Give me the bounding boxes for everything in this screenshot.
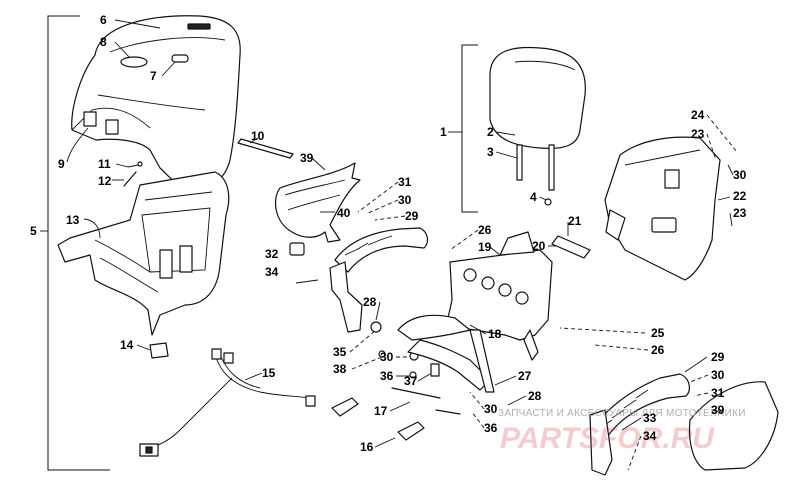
- watermark-logo: PARTSFOR.RU: [500, 422, 715, 455]
- callout-28-right: 28: [528, 389, 542, 403]
- callout-34-right: 34: [643, 429, 657, 443]
- seat-emblem-oval: [120, 56, 148, 68]
- backrest-frame: [397, 231, 553, 393]
- callout-36-left: 36: [380, 369, 394, 383]
- mount-foot-16: [331, 397, 425, 441]
- callout-12: 12: [98, 174, 112, 188]
- callout-23-lower: 23: [733, 206, 747, 220]
- callout-25: 25: [651, 326, 665, 340]
- callout-5: 5: [30, 224, 37, 238]
- callout-33: 33: [643, 411, 657, 425]
- callout-6: 6: [100, 13, 107, 27]
- bolt-11: [127, 161, 143, 168]
- callout-2: 2: [487, 125, 494, 139]
- bolt-12: [123, 171, 137, 187]
- group-bracket-5: [47, 15, 110, 471]
- watermark-tagline: ЗАПЧАСТИ И АКСЕССУАРЫ ДЛЯ МОТОТЕХНИКИ: [498, 408, 746, 419]
- grommet-32: [289, 242, 305, 256]
- callout-31-right: 31: [711, 386, 725, 400]
- side-cover-40: [274, 162, 361, 243]
- callout-21: 21: [568, 214, 582, 228]
- screw-34-left: [295, 279, 319, 284]
- callout-40: 40: [337, 206, 351, 220]
- callout-1: 1: [440, 125, 447, 139]
- callout-30-right-lower: 30: [711, 368, 725, 382]
- grab-handle-left: [334, 227, 429, 273]
- callout-28-left: 28: [363, 295, 377, 309]
- callout-30-upper-left: 30: [398, 193, 412, 207]
- callout-26-lower: 26: [651, 343, 665, 357]
- callout-27: 27: [518, 369, 532, 383]
- callout-23-upper: 23: [691, 127, 705, 141]
- seat-handle-latch: [171, 54, 189, 63]
- callout-18: 18: [488, 327, 502, 341]
- callout-9: 9: [58, 157, 65, 171]
- rod-17: [391, 387, 441, 399]
- seat-base-tray: [57, 171, 230, 359]
- rod-17b: [435, 409, 461, 415]
- leader-lines: [40, 19, 738, 471]
- callout-30-right-upper: 30: [733, 168, 747, 182]
- callout-31-left: 31: [398, 175, 412, 189]
- callout-17: 17: [374, 404, 388, 418]
- callout-30-lower: 30: [484, 402, 498, 416]
- callout-35: 35: [333, 345, 347, 359]
- wire-harness: [139, 348, 316, 457]
- seat-cushion: [71, 15, 241, 189]
- side-cover-right: [688, 381, 779, 471]
- callout-38: 38: [333, 362, 347, 376]
- group-bracket-1: [461, 44, 478, 213]
- side-bracket-left: [329, 261, 440, 379]
- seat-logo-badge: [187, 23, 211, 30]
- callout-32: 32: [265, 247, 279, 261]
- callout-34-left: 34: [265, 265, 279, 279]
- callout-36-right: 36: [484, 421, 498, 435]
- callout-39-right: 39: [711, 403, 725, 417]
- callout-4: 4: [530, 190, 537, 204]
- callout-10: 10: [251, 129, 265, 143]
- callout-3: 3: [487, 145, 494, 159]
- callout-22: 22: [733, 189, 747, 203]
- callout-19: 19: [478, 240, 492, 254]
- callout-29-right: 29: [711, 350, 725, 364]
- callout-14: 14: [120, 338, 134, 352]
- callout-37: 37: [404, 374, 418, 388]
- seat-clip-left: [83, 111, 97, 127]
- backrest-pad: [489, 46, 586, 206]
- callout-13: 13: [66, 213, 80, 227]
- callout-labels: 6 8 7 5 9 11 12 13 14 15 10 39 40 31 30 …: [30, 13, 747, 454]
- callout-24: 24: [691, 108, 705, 122]
- callout-11: 11: [98, 157, 111, 171]
- strap-10: [237, 138, 294, 159]
- callout-7: 7: [150, 69, 157, 83]
- callout-39-left: 39: [300, 151, 314, 165]
- callout-15: 15: [262, 366, 276, 380]
- callout-8: 8: [100, 35, 107, 49]
- rear-cover: [551, 136, 721, 281]
- callout-16: 16: [360, 440, 374, 454]
- callout-29-left: 29: [405, 209, 419, 223]
- callout-30-mid-left: 30: [380, 350, 394, 364]
- callout-20: 20: [532, 239, 546, 253]
- grab-handle-right: [589, 373, 690, 476]
- callout-26-upper: 26: [478, 223, 492, 237]
- seat-clip-right: [105, 119, 119, 135]
